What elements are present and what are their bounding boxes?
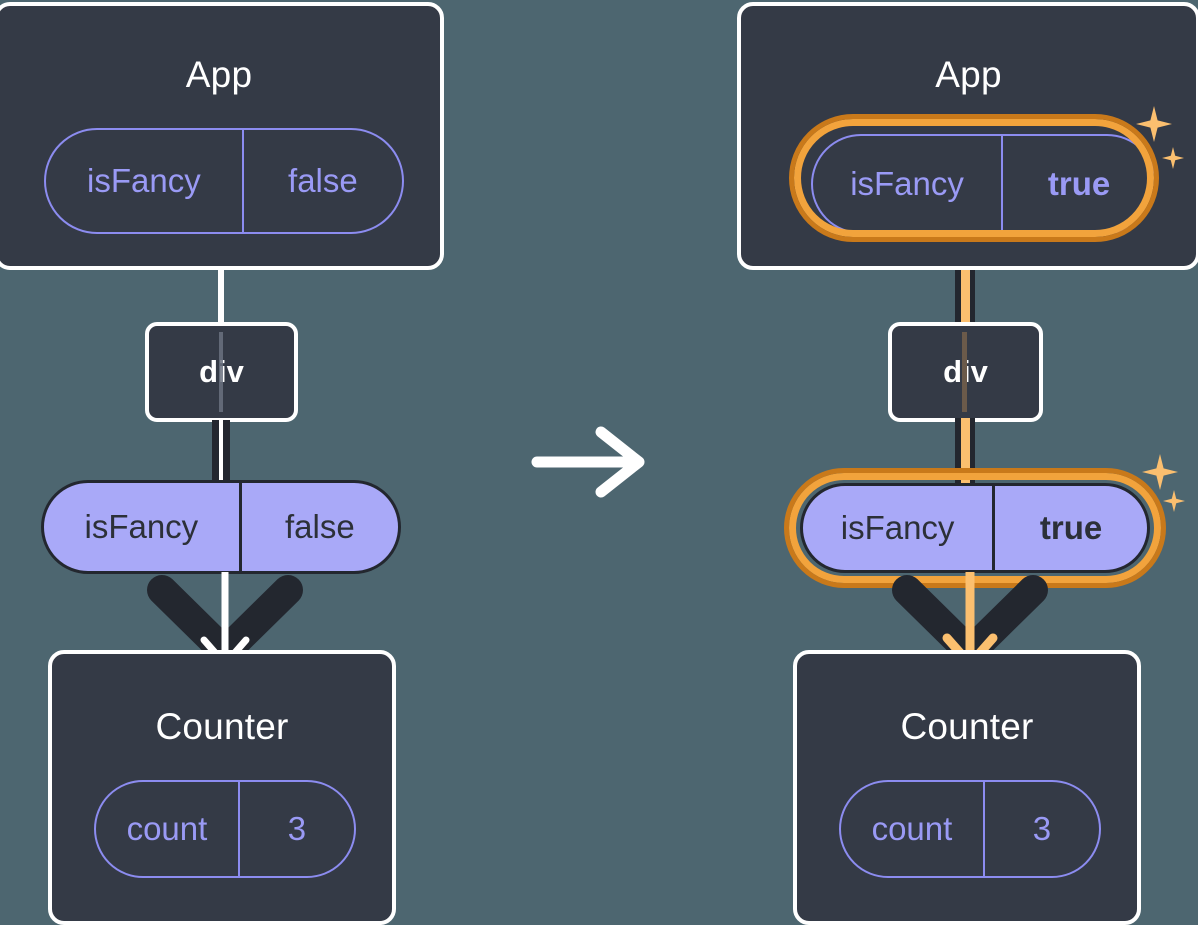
sparkle-icon-prop-big	[1142, 454, 1178, 490]
transition-arrow-icon	[531, 426, 645, 498]
counter-title-after: Counter	[900, 706, 1034, 747]
connector-div-to-prop-core-before	[219, 420, 223, 486]
app-panel-before: App isFancy false	[0, 2, 444, 270]
app-title-after: App	[935, 54, 1002, 95]
connector-div-to-prop-core-after	[961, 418, 970, 488]
prop-key-before: isFancy	[84, 508, 199, 545]
app-state-value-before: false	[241, 130, 402, 232]
connector-app-to-div-before	[218, 268, 224, 326]
app-panel-after: App isFancy true	[737, 2, 1198, 270]
counter-title-before: Counter	[155, 706, 289, 747]
connector-app-to-div-core-after	[961, 216, 970, 328]
counter-state-key-before: count	[126, 810, 208, 847]
app-state-key-before: isFancy	[87, 162, 201, 199]
prop-pill-before: isFancy false	[41, 480, 401, 574]
prop-pill-after: isFancy true	[800, 483, 1150, 573]
app-state-value-after: true	[1001, 136, 1155, 232]
app-state-pill-after: isFancy true	[811, 134, 1157, 234]
div-inner-line-before	[219, 332, 223, 412]
counter-state-pill-after: count 3	[839, 780, 1101, 878]
div-inner-line-after	[962, 332, 967, 412]
app-state-key-after: isFancy	[850, 165, 964, 202]
counter-state-key-after: count	[871, 810, 953, 847]
counter-state-pill-before: count 3	[94, 780, 356, 878]
counter-state-value-before: 3	[237, 782, 354, 876]
counter-panel-after: Counter count 3	[793, 650, 1141, 925]
counter-state-value-after: 3	[982, 782, 1099, 876]
app-title-before: App	[185, 54, 253, 95]
prop-value-after: true	[992, 486, 1147, 570]
sparkle-icon-prop-small	[1163, 490, 1185, 512]
counter-panel-before: Counter count 3	[48, 650, 396, 925]
app-state-pill-before: isFancy false	[44, 128, 404, 234]
prop-value-before: false	[238, 483, 398, 571]
prop-key-after: isFancy	[840, 509, 955, 546]
